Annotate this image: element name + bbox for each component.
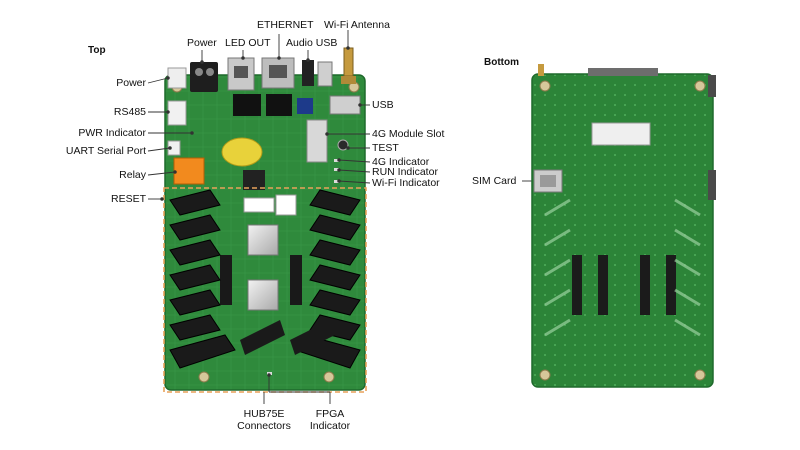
4g-module-slot [306,119,328,163]
label-4g-module-slot: 4G Module Slot [372,128,445,140]
heatsink-lower [247,279,279,311]
label-wifi-indicator: Wi-Fi Indicator [372,177,440,189]
label-led-out: LED OUT [225,37,271,49]
led-out-port [227,57,255,91]
usb-port-top [317,61,333,87]
label-power-left: Power [116,77,146,89]
label-4g-indicator: 4G Indicator [372,156,430,168]
hub75e-highlight [163,187,367,393]
hub75e-connectors-right [294,189,361,369]
label-wifi-antenna: Wi-Fi Antenna [324,19,390,31]
label-test: TEST [372,142,399,154]
label-hub75e-line2: Connectors [237,420,291,432]
label-fpga-line1: FPGA [315,408,345,420]
view-title-bottom: Bottom [484,57,519,68]
label-reset: RESET [110,193,146,205]
label-fpga-indicator: FPGA Indicator [305,408,355,432]
view-title-top: Top [88,45,106,56]
power-terminal [190,62,218,92]
label-sim-card: SIM Card [472,175,517,187]
label-rs485: RS485 [113,106,146,118]
coin-battery [221,137,263,167]
label-pwr-indicator: PWR Indicator [78,127,146,139]
test-button [337,139,349,151]
power-connector [167,67,187,89]
audio-jack [302,60,314,86]
label-fpga-line2: Indicator [309,420,351,432]
label-usb: USB [372,99,394,111]
label-ethernet: ETHERNET [257,19,314,31]
label-hub75e-line1: HUB75E [243,408,285,420]
label-run-indicator: RUN Indicator [372,166,438,178]
label-power-top: Power [187,37,217,49]
rs485-connector [167,100,187,126]
leader-lines [147,30,536,404]
label-audio-usb: Audio USB [286,37,338,49]
top-board [164,47,366,391]
hub75e-connectors-left [169,189,236,369]
wifi-antenna-connector [343,47,354,77]
bottom-board [531,64,716,388]
label-uart: UART Serial Port [65,145,146,157]
relay [173,157,205,185]
usb-port-side [329,95,361,115]
heatsink-upper [247,224,279,256]
label-relay: Relay [119,169,146,181]
label-hub75e: HUB75E Connectors [229,408,299,432]
